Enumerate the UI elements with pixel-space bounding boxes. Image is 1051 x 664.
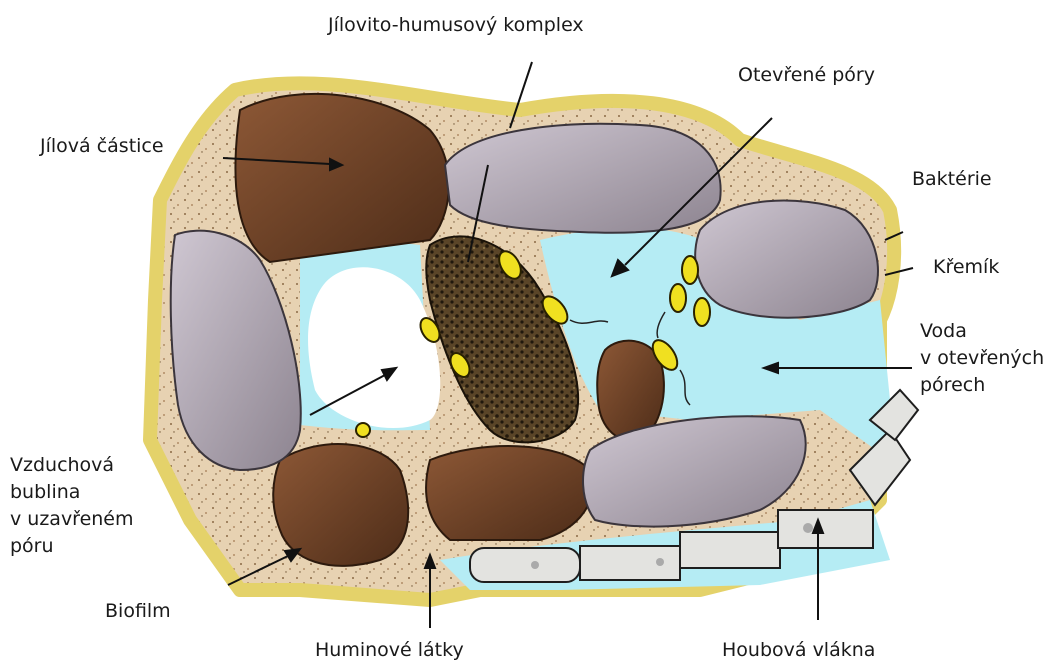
- label-fungal: Houbová vlákna: [722, 637, 875, 664]
- label-air-line: bublina: [10, 479, 134, 506]
- label-air-line: póru: [10, 533, 134, 560]
- label-air-line: Vzduchová: [10, 452, 134, 479]
- label-clay-humus-complex: Jílovito-humusový komplex: [328, 12, 584, 39]
- label-air-line: v uzavřeném: [10, 506, 134, 533]
- label-water-line: pórech: [920, 372, 1044, 399]
- label-clay-particle: Jílová částice: [40, 133, 164, 160]
- label-biofilm: Biofilm: [105, 598, 171, 625]
- label-humic: Huminové látky: [315, 637, 464, 664]
- clay-particle: [235, 94, 448, 262]
- clay-particle: [273, 444, 408, 566]
- rock-grain: [695, 200, 878, 317]
- label-bacteria: Baktérie: [912, 166, 992, 193]
- rock-grain: [445, 124, 721, 233]
- label-water-line: v otevřených: [920, 345, 1044, 372]
- label-silica: Křemík: [933, 254, 999, 281]
- label-water-line: Voda: [920, 318, 1044, 345]
- label-air-bubble: Vzduchová bublina v uzavřeném póru: [10, 452, 134, 560]
- label-open-pores: Otevřené póry: [738, 62, 875, 89]
- clay-particle: [426, 446, 592, 540]
- label-water: Voda v otevřených pórech: [920, 318, 1044, 399]
